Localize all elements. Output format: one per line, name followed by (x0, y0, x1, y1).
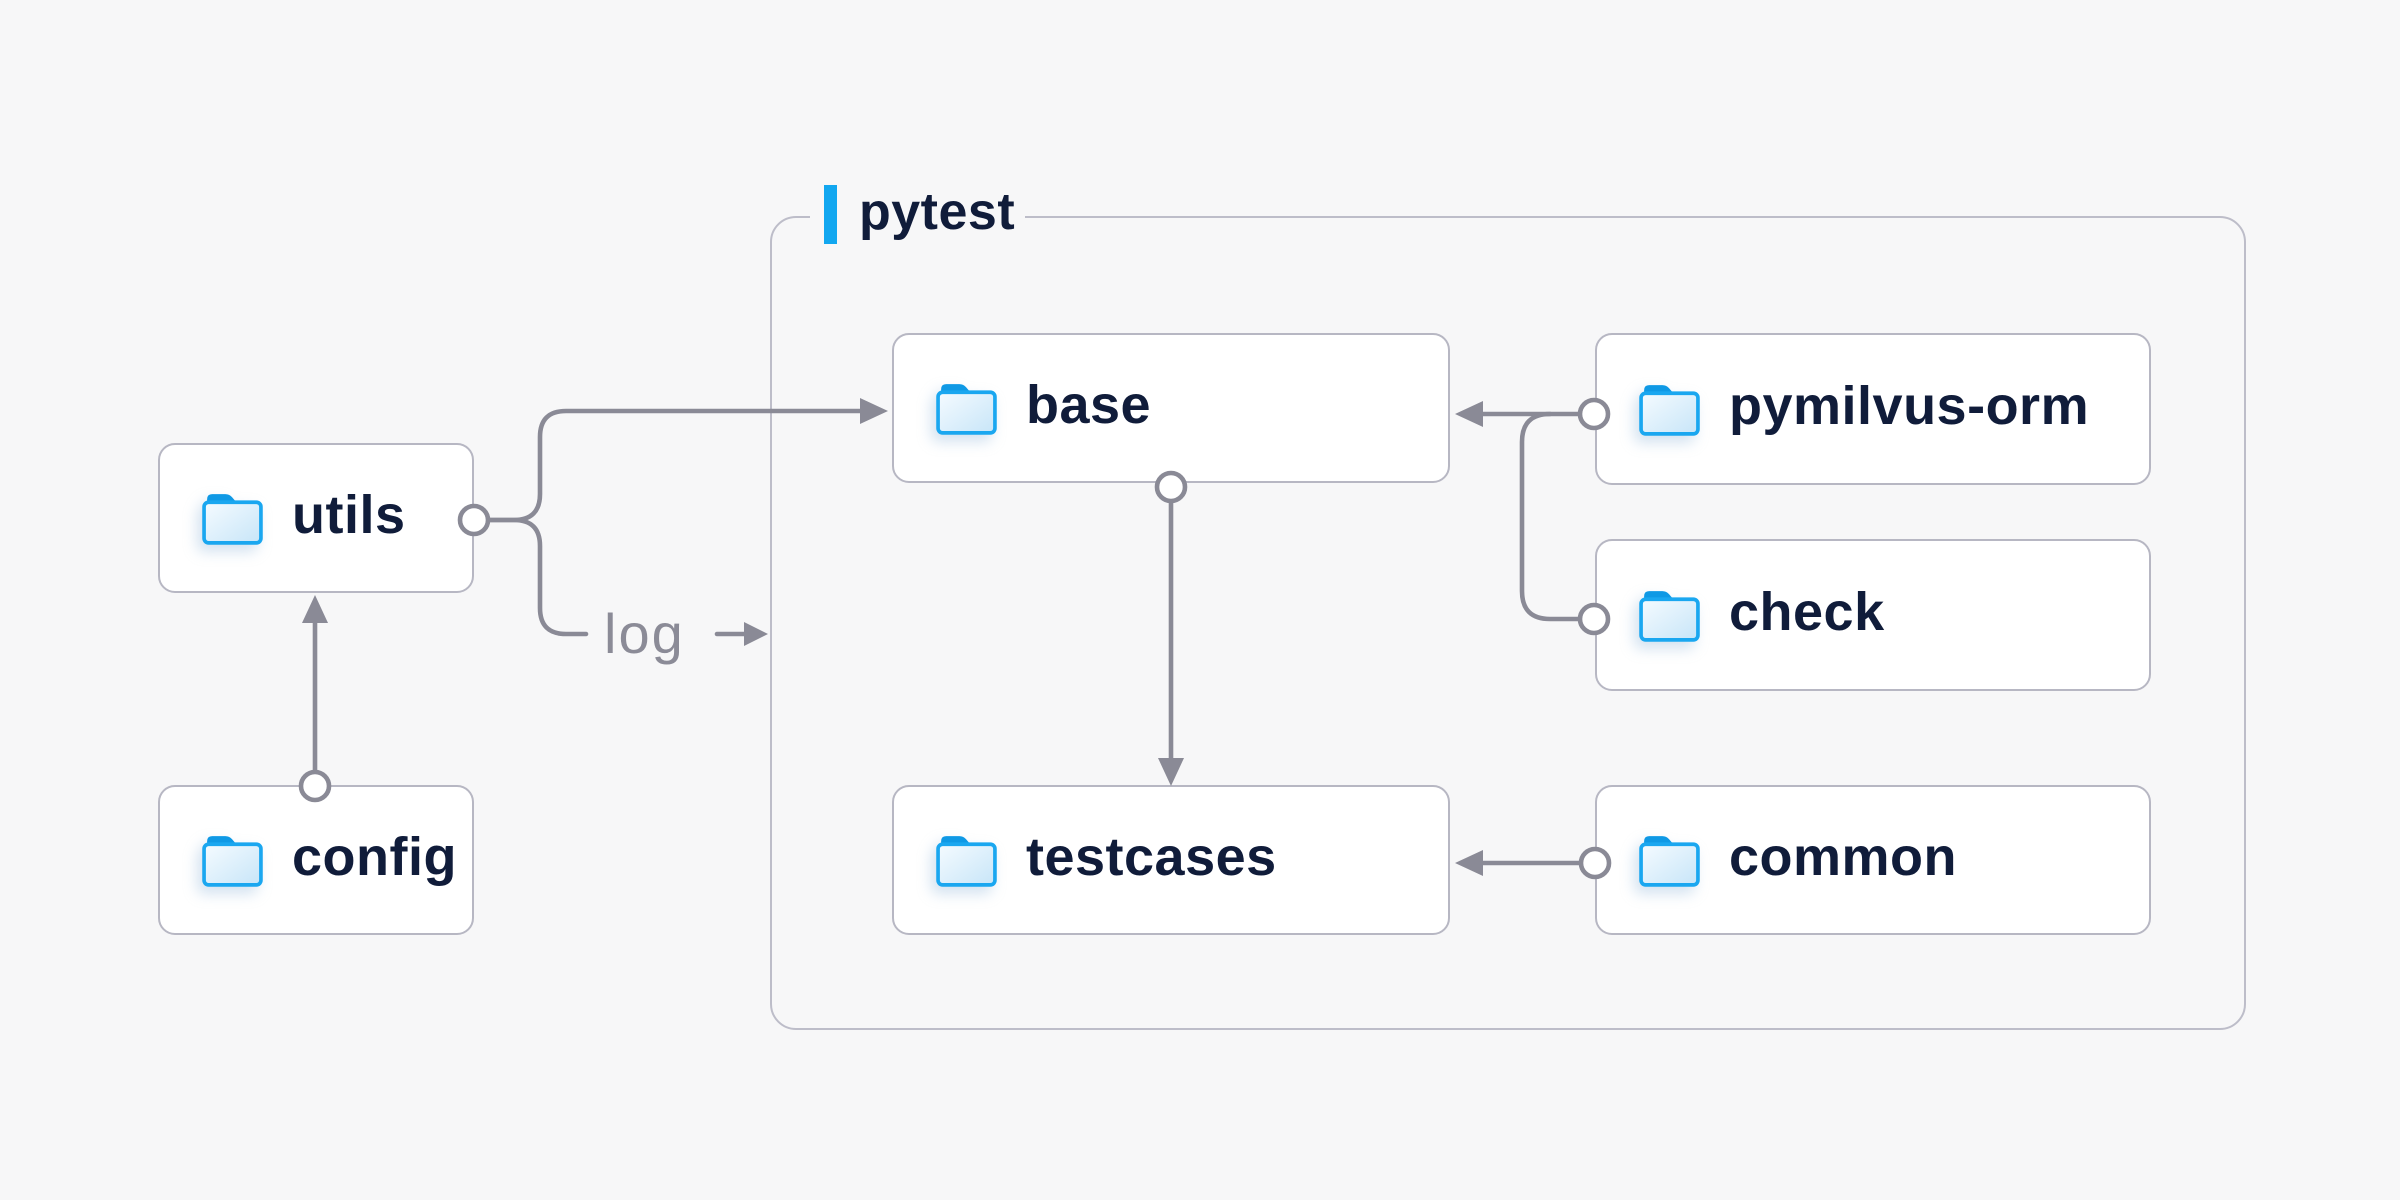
node-label: base (1026, 375, 1152, 435)
edge-log-pytest (714, 622, 768, 646)
edge-config-utils (298, 595, 332, 803)
node-label: pymilvus-orm (1729, 376, 2090, 436)
folder-icon (934, 832, 999, 889)
edge-label-text: log (604, 602, 685, 665)
folder-icon (200, 490, 265, 547)
pytest-group-title: pytest (859, 183, 1016, 241)
node-testcases[interactable]: testcases (892, 785, 1450, 935)
folder-icon (1637, 381, 1702, 438)
node-label: common (1729, 827, 1958, 887)
edge-utils-log (457, 503, 589, 637)
node-utils[interactable]: utils (158, 443, 474, 593)
node-label: testcases (1026, 827, 1277, 887)
node-common[interactable]: common (1595, 785, 2151, 935)
folder-icon (1637, 832, 1702, 889)
folder-icon (200, 832, 265, 889)
pytest-accent-bar (824, 184, 837, 244)
pytest-group-label: pytest (810, 181, 1026, 247)
folder-icon (934, 380, 999, 437)
pytest-group (770, 216, 2246, 1030)
node-label: check (1729, 582, 1885, 642)
node-config[interactable]: config (158, 785, 474, 935)
node-pymilvus-orm[interactable]: pymilvus-orm (1595, 333, 2151, 485)
edge-label-log: log (604, 602, 685, 666)
node-label: config (292, 827, 457, 887)
node-check[interactable]: check (1595, 539, 2151, 691)
node-base[interactable]: base (892, 333, 1450, 483)
node-label: utils (292, 485, 406, 545)
folder-icon (1637, 587, 1702, 644)
